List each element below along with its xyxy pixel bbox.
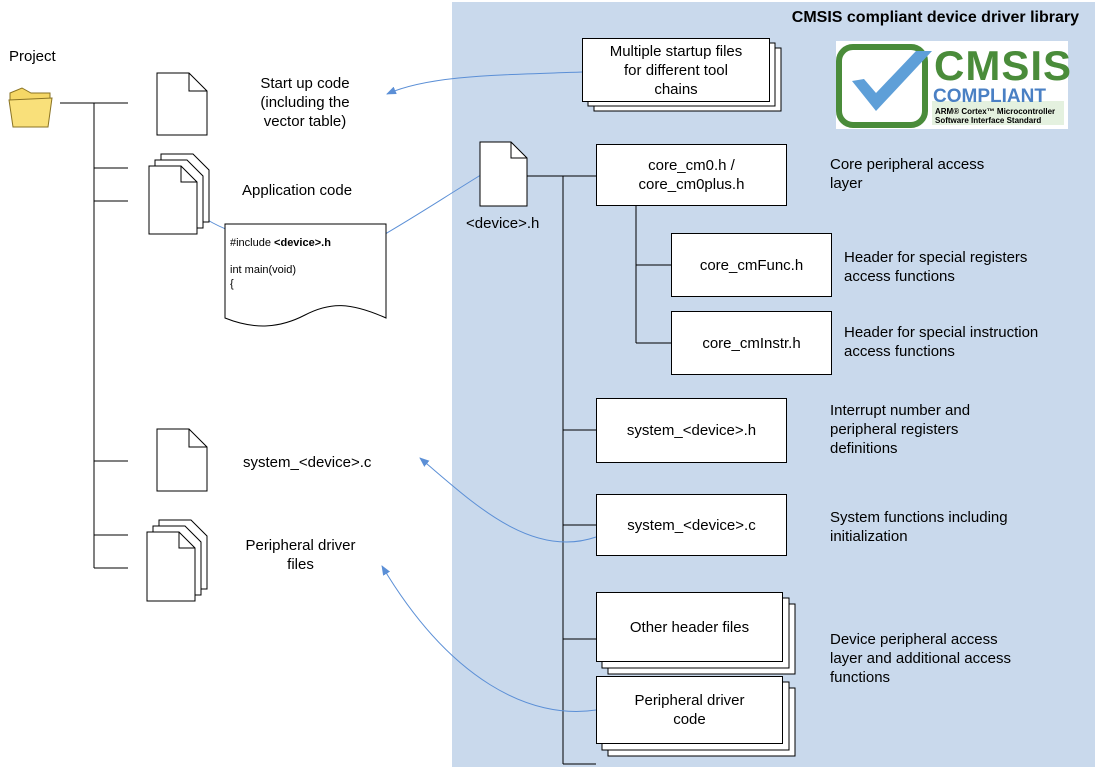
peripheral-driver-code-box: Peripheral driver code	[596, 676, 783, 744]
panel-title: CMSIS compliant device driver library	[791, 9, 1079, 26]
code-include-prefix: #include	[230, 237, 275, 249]
other-header-files-box: Other header files	[596, 592, 783, 662]
desc-device: Device peripheral access layer and addit…	[830, 631, 1011, 686]
code-include-line: #include <device>.h	[230, 236, 331, 250]
core-cminstr-box: core_cmInstr.h	[671, 311, 832, 375]
device-header-file-icon	[479, 141, 528, 207]
system-file-icon	[156, 428, 208, 492]
logo-compliant: COMPLIANT	[933, 86, 1046, 107]
device-header-label: <device>.h	[466, 215, 540, 232]
logo-tagline-1: ARM® Cortex™ Microcontroller	[935, 107, 1056, 116]
desc-instr: Header for special instruction access fu…	[844, 324, 1039, 360]
code-document-shape	[224, 223, 387, 327]
code-brace-line: {	[230, 278, 234, 290]
logo-tagline-2: Software Interface Standard	[935, 116, 1042, 125]
desc-system: System functions including initializatio…	[830, 509, 1008, 545]
code-include-header: <device>.h	[274, 237, 331, 249]
system-h-box: system_<device>.h	[596, 398, 787, 463]
application-code-label: Application code	[242, 182, 353, 199]
logo-wordmark: CMSIS	[934, 42, 1073, 89]
core-cmfunc-box: core_cmFunc.h	[671, 233, 832, 297]
desc-interrupt: Interrupt number and peripheral register…	[830, 402, 971, 457]
startup-file-icon	[156, 72, 208, 136]
application-files-icon	[148, 153, 210, 235]
project-label: Project	[9, 48, 56, 65]
peripheral-files-icon	[146, 519, 208, 602]
startup-code-label: Start up code (including the vector tabl…	[260, 75, 350, 130]
peripheral-driver-files-label: Peripheral driver files	[245, 537, 356, 573]
startup-files-box: Multiple startup files for different too…	[582, 38, 770, 102]
core-cm0-box: core_cm0.h / core_cm0plus.h	[596, 144, 787, 206]
system-c-box: system_<device>.c	[596, 494, 787, 556]
code-main-line: int main(void)	[230, 264, 297, 276]
system-c-label: system_<device>.c	[243, 454, 372, 471]
desc-func: Header for special registers access func…	[844, 249, 1028, 285]
cmsis-logo: CMSIS COMPLIANT ARM® Cortex™ Microcontro…	[836, 41, 1071, 129]
desc-core: Core peripheral access layer	[830, 156, 985, 192]
folder-icon	[8, 87, 53, 128]
